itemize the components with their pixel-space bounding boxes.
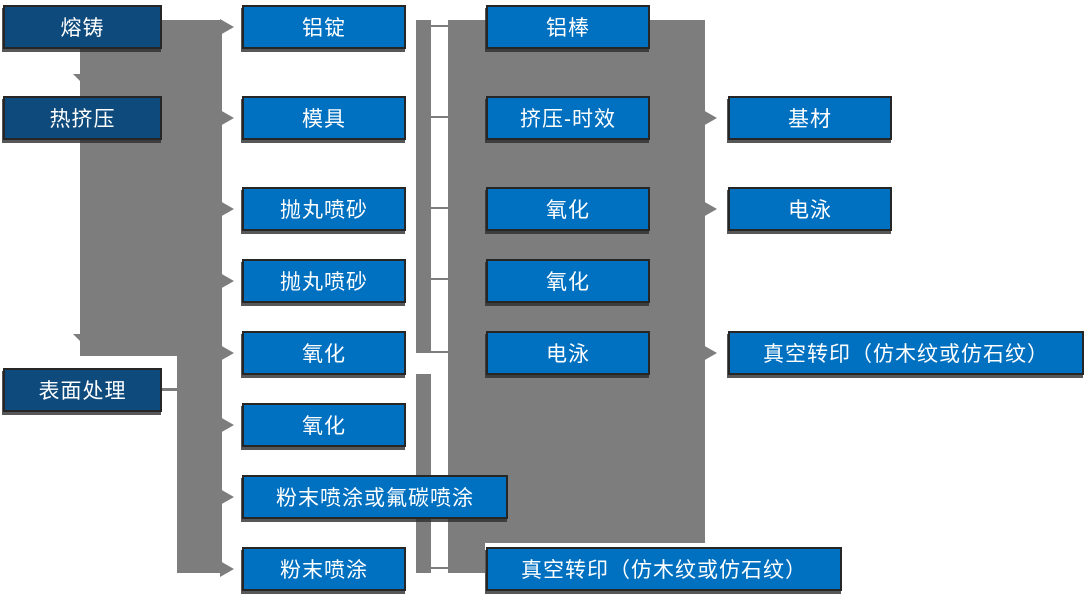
arrow-right-icon: [220, 201, 234, 217]
connector-tick: [162, 388, 177, 391]
arrow-right-icon: [703, 110, 717, 126]
flow-node-oxidation-2: 氧化: [242, 399, 407, 447]
flow-node-aluminum-ingot: 铝锭: [242, 1, 407, 49]
connector-bar: [416, 20, 431, 353]
connector-bar: [416, 374, 431, 573]
connector-tick: [431, 25, 448, 27]
flow-node-extrusion-aging: 挤压-时效: [486, 92, 651, 140]
flow-node-oxidation-4: 氧化: [486, 255, 651, 303]
flow-node-shot-blast-1: 抛丸喷砂: [242, 183, 407, 231]
arrow-right-icon: [220, 110, 234, 126]
flow-node-electrophoresis-2: 电泳: [728, 183, 893, 231]
arrow-right-icon: [220, 561, 234, 577]
flow-node-vacuum-transfer-1: 真空转印（仿木纹或仿石纹）: [486, 543, 843, 591]
flow-node-mold: 模具: [242, 92, 407, 140]
connector-tick: [431, 278, 448, 280]
connector-tick: [431, 567, 448, 569]
flow-node-oxidation-3: 氧化: [486, 183, 651, 231]
connector-tick: [431, 116, 448, 118]
connector-tick: [431, 351, 448, 353]
flow-node-powder-coating: 粉末喷涂: [242, 543, 407, 591]
flow-node-base-material: 基材: [728, 92, 893, 140]
flow-node-melting-casting: 熔铸: [3, 1, 163, 49]
connector-bar: [80, 20, 222, 356]
connector-bar: [177, 356, 222, 573]
flow-node-vacuum-transfer-2: 真空转印（仿木纹或仿石纹）: [728, 327, 1084, 375]
flow-node-powder-or-fluorocarbon: 粉末喷涂或氟碳喷涂: [242, 471, 509, 519]
arrow-right-icon: [703, 201, 717, 217]
flow-node-electrophoresis-1: 电泳: [486, 327, 651, 375]
flow-node-aluminum-rod: 铝棒: [486, 1, 651, 49]
arrow-right-icon: [220, 489, 234, 505]
connector-tick: [431, 207, 448, 209]
flow-node-shot-blast-2: 抛丸喷砂: [242, 255, 407, 303]
connector-bar: [448, 543, 485, 573]
arrow-down-icon: [73, 334, 109, 352]
arrow-right-icon: [220, 417, 234, 433]
flow-node-surface-treatment: 表面处理: [3, 364, 163, 412]
flow-node-oxidation-1: 氧化: [242, 327, 407, 375]
flow-node-hot-extrusion: 热挤压: [3, 92, 163, 140]
arrow-down-icon: [73, 74, 109, 92]
arrow-right-icon: [220, 19, 234, 35]
arrow-right-icon: [220, 345, 234, 361]
arrow-right-icon: [220, 273, 234, 289]
arrow-right-icon: [703, 345, 717, 361]
